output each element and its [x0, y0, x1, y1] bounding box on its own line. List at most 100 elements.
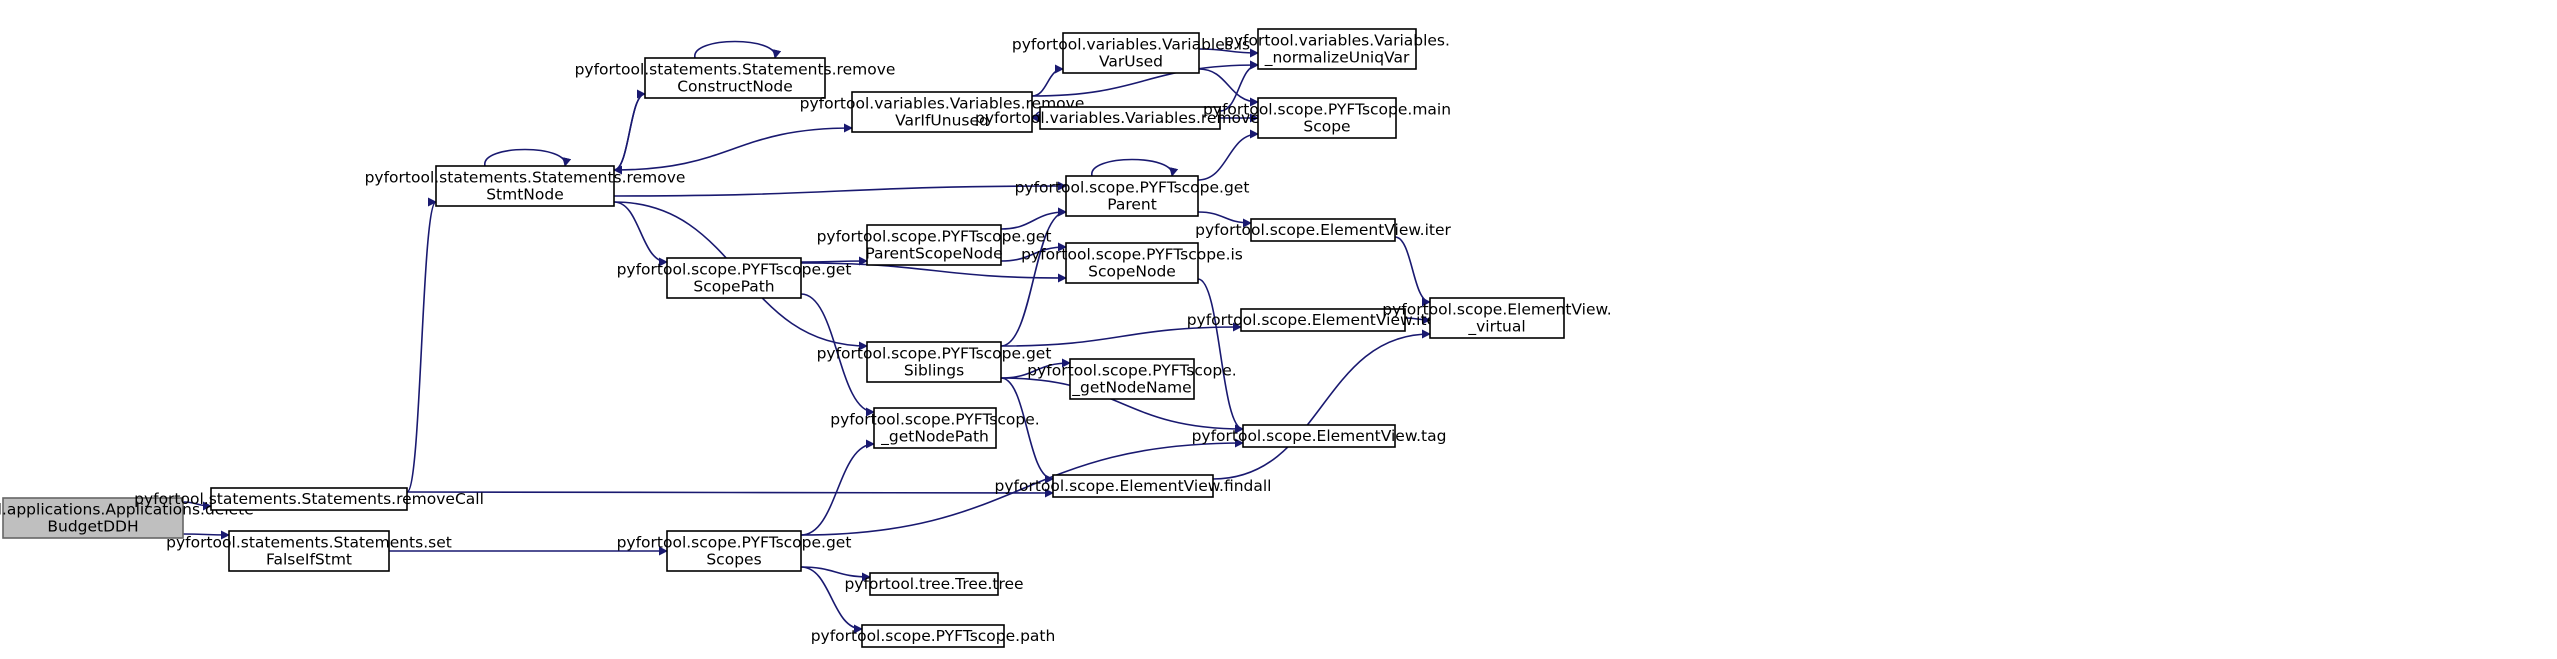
graph-node-getnodename[interactable]: pyfortool.scope.PYFTscope._getNodeName [1027, 358, 1237, 400]
node-label-line: pyfortool.scope.PYFTscope.is [1021, 246, 1243, 264]
node-label-line: _getNodePath [880, 428, 989, 447]
graph-node-setfalseifstmt[interactable]: pyfortool.statements.Statements.setFalse… [166, 530, 452, 572]
node-box [644, 57, 826, 99]
node-box [866, 341, 1002, 383]
node-box [861, 624, 1005, 648]
edge-removestmtnode-to-getscopepath [613, 201, 668, 267]
node-box [2, 497, 184, 539]
node-label-line: pyfortool.variables.Variables.removeVar [975, 109, 1286, 127]
node-label-line: pyfortool.scope.ElementView.tag [1192, 427, 1447, 445]
edge-getscopepath-to-getparentscopenode [800, 256, 868, 266]
graph-node-deletebudgetddh[interactable]: pyfortool.applications.Applications.dele… [0, 497, 254, 539]
edge-removevarifunused-to-normalizeuniqvar [1031, 60, 1259, 97]
edge-getparentscopenode-to-isscopenode [1000, 242, 1067, 262]
graph-node-findall[interactable]: pyfortool.scope.ElementView.findall [995, 474, 1272, 498]
edge-removecall-to-findall [406, 488, 1054, 498]
edge-getscopes-to-getnodepath [800, 439, 875, 536]
node-label-line: pyfortool.scope.PYFTscope.get [617, 534, 852, 552]
node-label-line: pyfortool.variables.Variables. [1224, 32, 1450, 50]
node-label-line: pyfortool.scope.PYFTscope.get [1015, 179, 1250, 197]
graph-node-removestmtnode[interactable]: pyfortool.statements.Statements.removeSt… [365, 165, 686, 207]
edge-items-to-virtual [1404, 315, 1431, 325]
node-label-line: Siblings [904, 362, 964, 380]
node-box [666, 530, 802, 572]
graph-node-getparentscopenode[interactable]: pyfortool.scope.PYFTscope.getParentScope… [817, 224, 1052, 266]
node-box [851, 91, 1033, 133]
node-label-line: pyfortool.scope.ElementView.items [1187, 311, 1460, 329]
node-label-line: pyfortool.scope.PYFTscope.get [817, 228, 1052, 246]
graph-node-tag[interactable]: pyfortool.scope.ElementView.tag [1192, 424, 1447, 448]
edge-getparent-to-iter [1197, 211, 1252, 228]
node-label-line: pyfortool.scope.PYFTscope.main [1203, 101, 1451, 119]
node-label-line: pyfortool.scope.PYFTscope.get [617, 261, 852, 279]
edge-removevar-to-normalizeuniqvar [1219, 60, 1259, 112]
node-label-line: ConstructNode [677, 78, 793, 96]
node-label-line: FalseIfStmt [266, 551, 352, 569]
edge-deletebudgetddh-to-setfalseifstmt [182, 530, 230, 540]
node-label-line: _virtual [1467, 318, 1525, 337]
node-label-line: pyfortool.statements.Statements.set [166, 534, 452, 552]
node-label-line: ParentScopeNode [865, 245, 1002, 263]
edge-removestmtnode-to-removestmtnode [484, 148, 572, 167]
node-label-line: pyfortool.variables.Variables.is [1012, 36, 1250, 54]
edge-removevarifunused-to-isvarused [1031, 64, 1064, 97]
node-label-line: VarIfUnused [895, 112, 989, 130]
node-label-line: BudgetDDH [47, 518, 138, 536]
edge-removevar-to-removevarifunused [1031, 111, 1041, 123]
graph-node-getnodepath[interactable]: pyfortool.scope.PYFTscope._getNodePath [830, 407, 1040, 449]
node-label-line: pyfortool.statements.Statements.remove [575, 61, 896, 79]
graph-node-normalizeuniqvar[interactable]: pyfortool.variables.Variables._normalize… [1224, 28, 1450, 70]
graph-node-removecall[interactable]: pyfortool.statements.Statements.removeCa… [134, 487, 484, 511]
edge-getscopes-to-path [800, 566, 863, 634]
node-box [210, 487, 408, 511]
edge-removeconstructnode-to-removestmtnode [613, 93, 646, 175]
edge-getscopes-to-tag [800, 438, 1244, 536]
node-box [1052, 474, 1214, 498]
node-label-line: pyfortool.variables.Variables.remove [800, 95, 1085, 113]
graph-node-virtual[interactable]: pyfortool.scope.ElementView._virtual [1382, 297, 1612, 339]
graph-node-items[interactable]: pyfortool.scope.ElementView.items [1187, 308, 1460, 332]
node-label-line: Scopes [706, 551, 761, 569]
node-label-line: _getNodeName [1071, 379, 1191, 398]
node-label-line: Parent [1107, 196, 1157, 214]
node-box [1429, 297, 1565, 339]
edge-removeconstructnode-to-removeconstructnode [694, 40, 782, 59]
graph-node-path[interactable]: pyfortool.scope.PYFTscope.path [811, 624, 1056, 648]
edge-getparent-to-mainscope [1197, 129, 1259, 181]
graph-node-removeconstructnode[interactable]: pyfortool.statements.Statements.removeCo… [575, 57, 896, 99]
node-label-line: ScopePath [693, 278, 774, 296]
node-label-line: pyfortool.scope.PYFTscope.path [811, 627, 1056, 645]
graph-node-iter[interactable]: pyfortool.scope.ElementView.iter [1195, 218, 1451, 242]
node-box [228, 530, 390, 572]
edge-findall-to-virtual [1212, 329, 1431, 480]
node-box [1242, 424, 1396, 448]
node-label-line: pyfortool.scope.PYFTscope.get [817, 345, 1052, 363]
edge-isvarused-to-normalizeuniqvar [1198, 48, 1259, 58]
edge-removecall-to-removestmtnode [406, 197, 437, 493]
edge-isscopenode-to-tag [1197, 278, 1244, 434]
graph-node-removevar[interactable]: pyfortool.variables.Variables.removeVar [975, 106, 1286, 130]
edge-getscopes-to-tree [800, 566, 871, 582]
node-layer: pyfortool.applications.Applications.dele… [0, 28, 1612, 648]
graph-node-removevarifunused[interactable]: pyfortool.variables.Variables.removeVarI… [800, 91, 1085, 133]
node-box [1039, 106, 1221, 130]
edge-removestmtnode-to-removevarifunused [613, 123, 853, 171]
edge-deletebudgetddh-to-removecall [182, 501, 212, 511]
edge-getsiblings-to-tag [1000, 377, 1244, 434]
edge-removestmtnode-to-getparent [613, 181, 1067, 197]
node-label-line: _normalizeUniqVar [1264, 49, 1410, 68]
node-box [1065, 242, 1199, 284]
edge-getparentscopenode-to-getparent [1000, 207, 1067, 230]
node-box [1069, 358, 1195, 400]
edge-getsiblings-to-items [1000, 322, 1242, 347]
node-box [435, 165, 615, 207]
node-label-line: StmtNode [486, 186, 564, 204]
graph-node-tree[interactable]: pyfortool.tree.Tree.tree [844, 572, 1024, 596]
